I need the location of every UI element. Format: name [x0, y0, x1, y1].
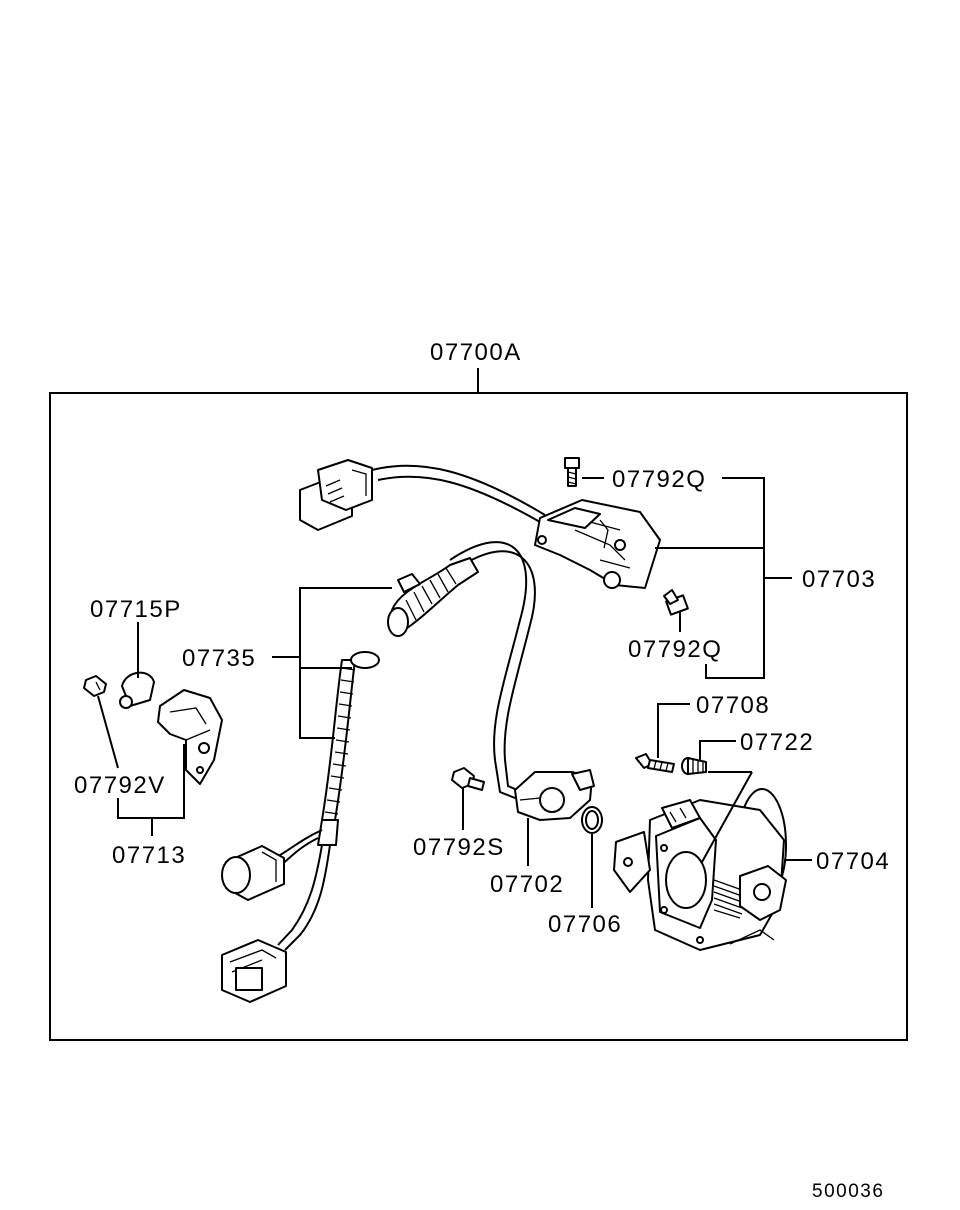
harness-leaders	[272, 587, 392, 739]
screw-bolt-drawing	[635, 753, 675, 773]
label-sensor-assembly: 07703	[802, 566, 876, 593]
figure-number: 500036	[812, 1181, 884, 1202]
label-spring: 07722	[740, 729, 814, 756]
bracket-drawing	[157, 689, 223, 785]
bracket-leaders	[97, 695, 185, 836]
bracket-bolt-drawing	[83, 675, 107, 697]
clamp-drawing	[119, 671, 155, 709]
tps-bolt-drawing	[451, 767, 485, 791]
label-bracket-bolt: 07792V	[74, 772, 166, 799]
sensor-assembly-leaders	[582, 477, 792, 679]
label-screw-upper: 07792Q	[612, 466, 706, 493]
screw-lower-drawing	[663, 589, 689, 616]
screw-upper-drawing	[564, 457, 580, 487]
wire-harness-drawing	[221, 459, 546, 1003]
assembly-label: 07700A	[430, 339, 522, 366]
spring-drawing	[681, 757, 707, 775]
label-tps-bolt: 07792S	[413, 834, 505, 861]
label-harness: 07735	[182, 645, 256, 672]
throttle-body-drawing	[613, 788, 787, 951]
throttle-sensor-drawing	[514, 769, 595, 821]
label-throttle-body: 07704	[816, 848, 890, 875]
label-screw-lower: 07792Q	[628, 636, 722, 663]
sensor-assembly-drawing	[534, 499, 661, 589]
sensor-leaders	[462, 788, 593, 908]
label-bracket: 07713	[112, 842, 186, 869]
label-screw-bolt: 07708	[696, 692, 770, 719]
label-throttle-sensor: 07702	[490, 871, 564, 898]
screw-spring-leaders	[657, 703, 753, 863]
o-ring-drawing	[581, 806, 603, 834]
label-clamp: 07715P	[90, 596, 182, 623]
label-o-ring: 07706	[548, 911, 622, 938]
